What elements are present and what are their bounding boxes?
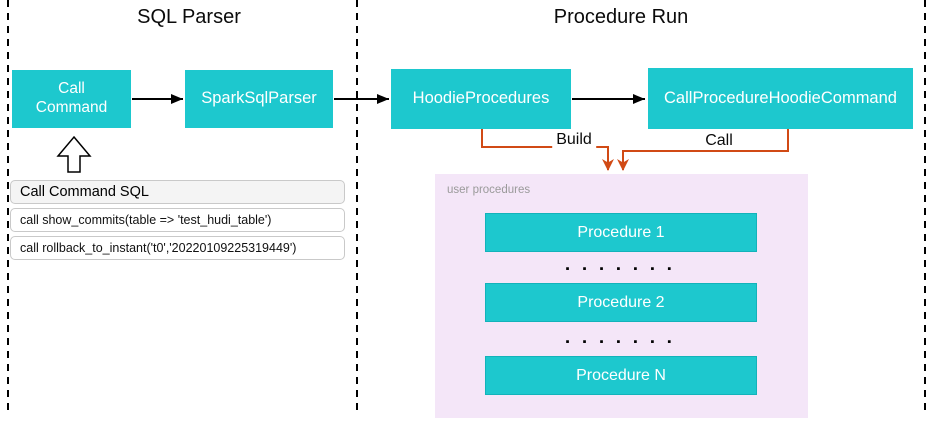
node-procedure-1-label: Procedure 1	[577, 223, 665, 241]
lane-title-sql-parser: SQL Parser	[137, 6, 241, 28]
sql-panel-row-rollback: call rollback_to_instant('t0','202201092…	[10, 236, 345, 260]
node-call-command-label: Call Command	[35, 80, 108, 116]
user-procedures-container: user procedures Procedure 1 ▪ ▪ ▪ ▪ ▪ ▪ …	[435, 174, 808, 418]
edge-label-build: Build	[552, 131, 596, 149]
edge-label-call: Call	[701, 132, 737, 150]
lane-title-procedure-run: Procedure Run	[553, 6, 689, 28]
up-block-arrow	[56, 135, 92, 173]
node-procedure-n: Procedure N	[485, 356, 757, 395]
node-spark-sql-parser-label: SparkSqlParser	[201, 89, 317, 108]
dots-separator-1: ▪ ▪ ▪ ▪ ▪ ▪ ▪	[565, 263, 677, 275]
user-procedures-label: user procedures	[447, 184, 531, 196]
sql-panel-row-show-commits: call show_commits(table => 'test_hudi_ta…	[10, 208, 345, 232]
sql-panel-header: Call Command SQL	[10, 180, 345, 204]
node-call-procedure-hoodie-command-label: CallProcedureHoodieCommand	[664, 88, 897, 107]
node-procedure-1: Procedure 1	[485, 213, 757, 252]
node-spark-sql-parser: SparkSqlParser	[185, 70, 333, 128]
node-procedure-n-label: Procedure N	[576, 366, 666, 384]
node-procedure-2-label: Procedure 2	[577, 293, 665, 311]
node-call-procedure-hoodie-command: CallProcedureHoodieCommand	[648, 68, 913, 129]
node-call-command: Call Command	[12, 70, 131, 128]
dots-separator-2: ▪ ▪ ▪ ▪ ▪ ▪ ▪	[565, 336, 677, 348]
node-procedure-2: Procedure 2	[485, 283, 757, 322]
node-hoodie-procedures: HoodieProcedures	[391, 69, 571, 129]
node-hoodie-procedures-label: HoodieProcedures	[412, 89, 550, 108]
